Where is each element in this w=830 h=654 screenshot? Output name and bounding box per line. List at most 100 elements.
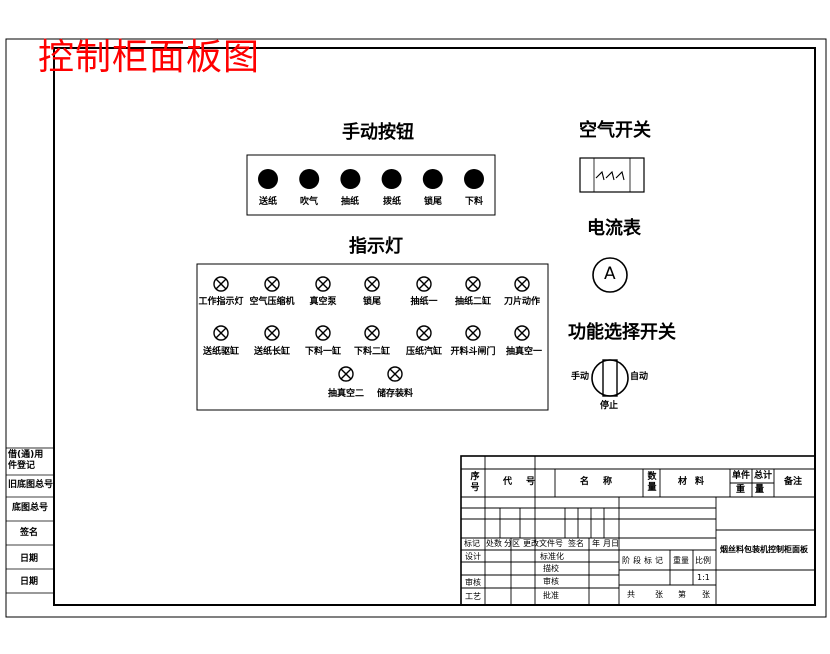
tb-rev-year: 年: [592, 539, 600, 548]
tb-role-check: 描校: [543, 564, 559, 573]
manual-button: [258, 169, 278, 189]
tb-header-total: 总计: [754, 471, 773, 481]
tb-stage-mark: 阶段标记: [622, 556, 666, 565]
air-switch-symbol: [579, 157, 645, 193]
indicator-lamp: [315, 276, 331, 292]
indicator-label: 抽真空二: [327, 389, 365, 399]
mode-switch-manual: 手动: [571, 372, 590, 382]
tb-drawing-name: 烟丝料包装机控制柜面板: [720, 545, 808, 554]
drawing-title: 控制柜面板图: [38, 37, 261, 78]
tb-rev-docno: 更改文件号: [523, 539, 563, 548]
indicator-label: 下料一缸: [304, 347, 342, 357]
side-table-label: 借(通)用: [8, 450, 44, 460]
mode-switch-stop: 停止: [600, 401, 619, 411]
indicator-label: 抽纸一: [410, 297, 438, 307]
tb-role-design: 设计: [465, 552, 481, 561]
indicator-lamp: [387, 366, 403, 382]
indicator-lamp: [514, 276, 530, 292]
tb-sheet-no: 第: [678, 590, 686, 599]
indicator-label: 开料斗闸门: [450, 347, 496, 357]
tb-role-standard: 标准化: [540, 552, 564, 561]
title-block-lines: [460, 455, 816, 606]
indicators-heading: 指示灯: [349, 236, 403, 257]
indicator-lamp: [338, 366, 354, 382]
tb-rev-sign: 签名: [568, 539, 584, 548]
tb-stage-weight: 重量: [673, 556, 689, 565]
side-table-label: 底图总号: [12, 503, 49, 513]
inner-frame: [53, 47, 816, 606]
indicator-label: 空气压缩机: [249, 297, 295, 307]
tb-stage-scale: 比例: [695, 556, 711, 565]
manual-button-label: 锁尾: [423, 197, 443, 207]
tb-scale-value: 1:1: [697, 573, 710, 582]
indicator-lamp: [465, 276, 481, 292]
side-registration-table: [5, 447, 55, 594]
indicator-lamp: [264, 325, 280, 341]
manual-button: [422, 169, 443, 189]
indicators-box: [196, 263, 549, 411]
manual-button-group: [258, 169, 484, 189]
indicator-lamp: [465, 325, 481, 341]
tb-rev-count: 处数: [486, 539, 502, 548]
air-switch-label: 空气开关: [579, 120, 651, 141]
manual-buttons-box: [246, 154, 496, 216]
ammeter-symbol-letter: A: [604, 264, 616, 284]
tb-rev-day: 日: [611, 539, 619, 548]
indicator-lamp: [416, 276, 432, 292]
tb-header-weight: 重量: [736, 485, 775, 495]
indicator-label: 送纸驱缸: [202, 347, 240, 357]
indicator-lamp: [213, 276, 229, 292]
ammeter-symbol: [592, 257, 628, 293]
indicator-lamp: [315, 325, 331, 341]
tb-rev-mark: 标记: [464, 539, 480, 548]
manual-button-label: 送纸: [258, 197, 278, 207]
side-table-label: 日期: [20, 577, 39, 587]
manual-button: [464, 169, 484, 189]
tb-header-qty: 数量: [647, 472, 657, 493]
manual-button: [381, 169, 402, 189]
manual-button-label: 下料: [464, 197, 484, 207]
indicator-label: 抽真空一: [505, 347, 543, 357]
manual-button-label: 拨纸: [382, 197, 402, 207]
indicator-label: 储存装料: [376, 389, 414, 399]
indicator-label: 锁尾: [362, 297, 382, 307]
tb-header-name: 名称: [580, 477, 627, 487]
tb-header-remark: 备注: [784, 477, 803, 487]
indicator-label: 真空泵: [309, 297, 337, 307]
indicator-label: 工作指示灯: [198, 297, 244, 307]
side-table-label: 签名: [20, 528, 39, 538]
indicator-lamp-group: [213, 276, 530, 382]
tb-header-unit: 单件: [732, 471, 751, 481]
tb-rev-zone: 分区: [504, 539, 520, 548]
indicator-label: 抽纸二缸: [454, 297, 492, 307]
indicator-lamp: [264, 276, 280, 292]
tb-role-approve: 批准: [543, 591, 559, 600]
outer-frame: [5, 38, 827, 618]
tb-rev-month: 月: [603, 539, 611, 548]
tb-role-audit: 审核: [543, 577, 559, 586]
indicator-lamp: [416, 325, 432, 341]
tb-role-review: 审核: [465, 578, 481, 587]
side-table-label: 日期: [20, 554, 39, 564]
tb-header-seq: 序号: [470, 472, 480, 493]
tb-sheet-unit2: 张: [702, 590, 710, 599]
tb-sheet-unit1: 张: [655, 590, 663, 599]
mode-switch-auto: 自动: [630, 372, 649, 382]
side-table-label: 件登记: [8, 461, 36, 471]
indicator-lamp: [364, 276, 380, 292]
tb-header-code: 代号: [503, 477, 550, 487]
side-table-label: 旧底图总号: [8, 480, 54, 490]
indicator-label: 送纸长缸: [253, 347, 291, 357]
tb-role-process: 工艺: [465, 592, 481, 601]
mode-switch-symbol: [591, 359, 629, 397]
manual-button: [340, 169, 361, 189]
manual-buttons-heading: 手动按钮: [342, 122, 414, 143]
tb-sheet-total: 共: [627, 590, 635, 599]
manual-button-label: 吹气: [299, 197, 319, 207]
tb-header-material: 材料: [678, 477, 713, 487]
indicator-lamp: [364, 325, 380, 341]
manual-button: [299, 169, 320, 189]
manual-button-label: 抽纸: [340, 197, 360, 207]
